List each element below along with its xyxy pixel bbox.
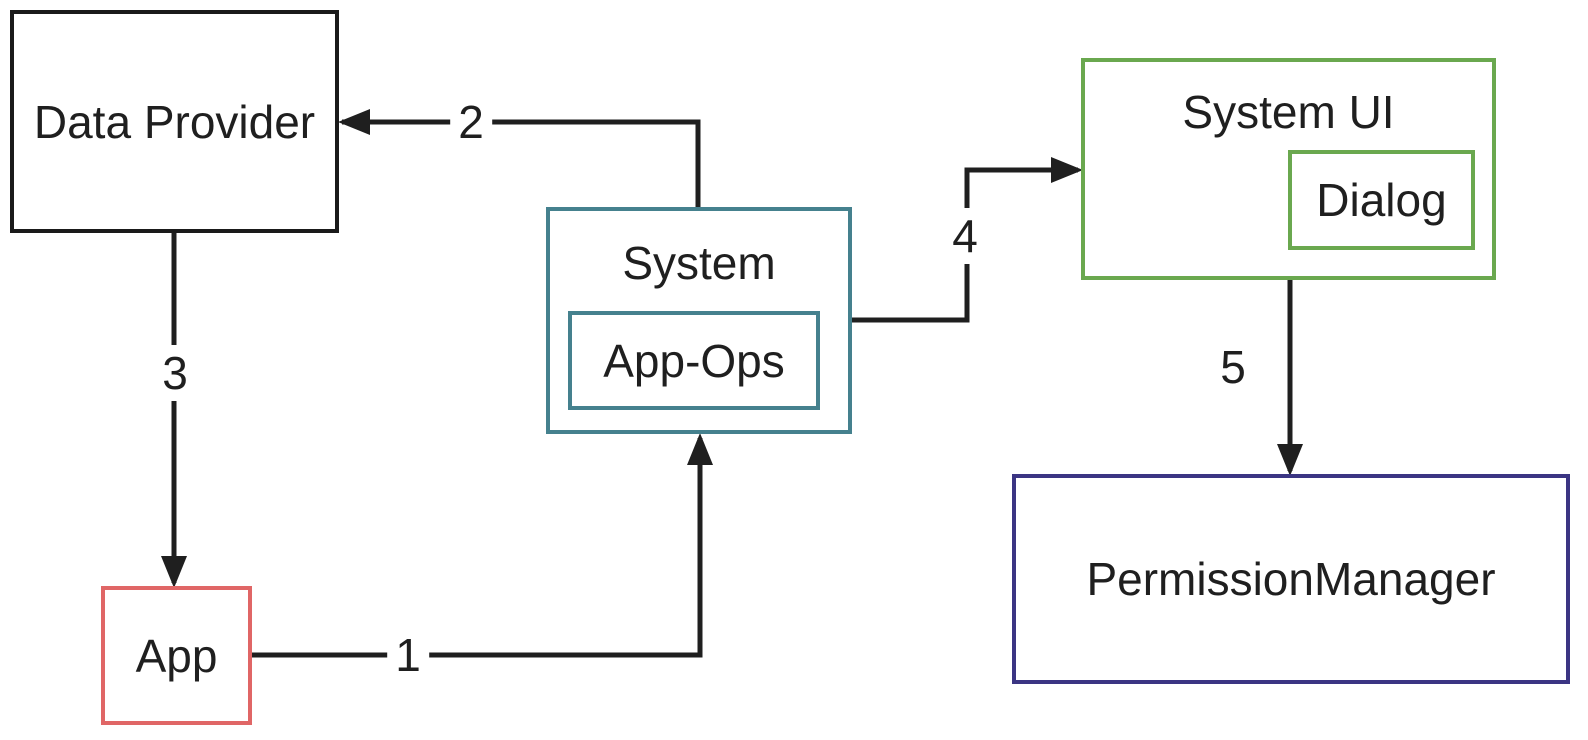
node-system-ui: System UI Dialog [1081,58,1496,280]
node-permission-manager: PermissionManager [1012,474,1570,684]
arrow-data-provider-to-app [161,232,187,588]
node-system-label: System [622,237,776,289]
edge-label-3: 3 [154,345,196,401]
arrow-4-head-icon [1051,157,1083,183]
node-system: System App-Ops [546,207,852,434]
arrow-app-to-system [252,433,713,658]
node-data-provider: Data Provider [10,10,339,233]
node-dialog: Dialog [1288,150,1475,250]
node-system-ui-label: System UI [1182,86,1395,138]
node-app-label: App [135,629,218,682]
arrow-3-head-icon [161,556,187,588]
node-data-provider-label: Data Provider [33,95,316,148]
arrow-1-head-icon [687,433,713,465]
arrow-system-ui-to-permission-manager [1277,280,1303,476]
edge-label-5: 5 [1212,339,1254,395]
arrow-2-line [342,119,701,208]
edge-label-2: 2 [450,94,492,150]
arrow-2-head-icon [338,109,370,135]
edge-label-4: 4 [944,208,986,264]
node-dialog-label: Dialog [1316,174,1447,226]
node-app: App [101,586,252,725]
arrow-1-line [252,438,703,658]
arrow-5-head-icon [1277,444,1303,476]
edge-label-1: 1 [387,627,429,683]
node-permission-manager-label: PermissionManager [1086,553,1496,605]
arrow-system-to-data-provider [338,109,701,208]
node-app-ops: App-Ops [568,311,820,410]
node-app-ops-label: App-Ops [603,334,785,387]
